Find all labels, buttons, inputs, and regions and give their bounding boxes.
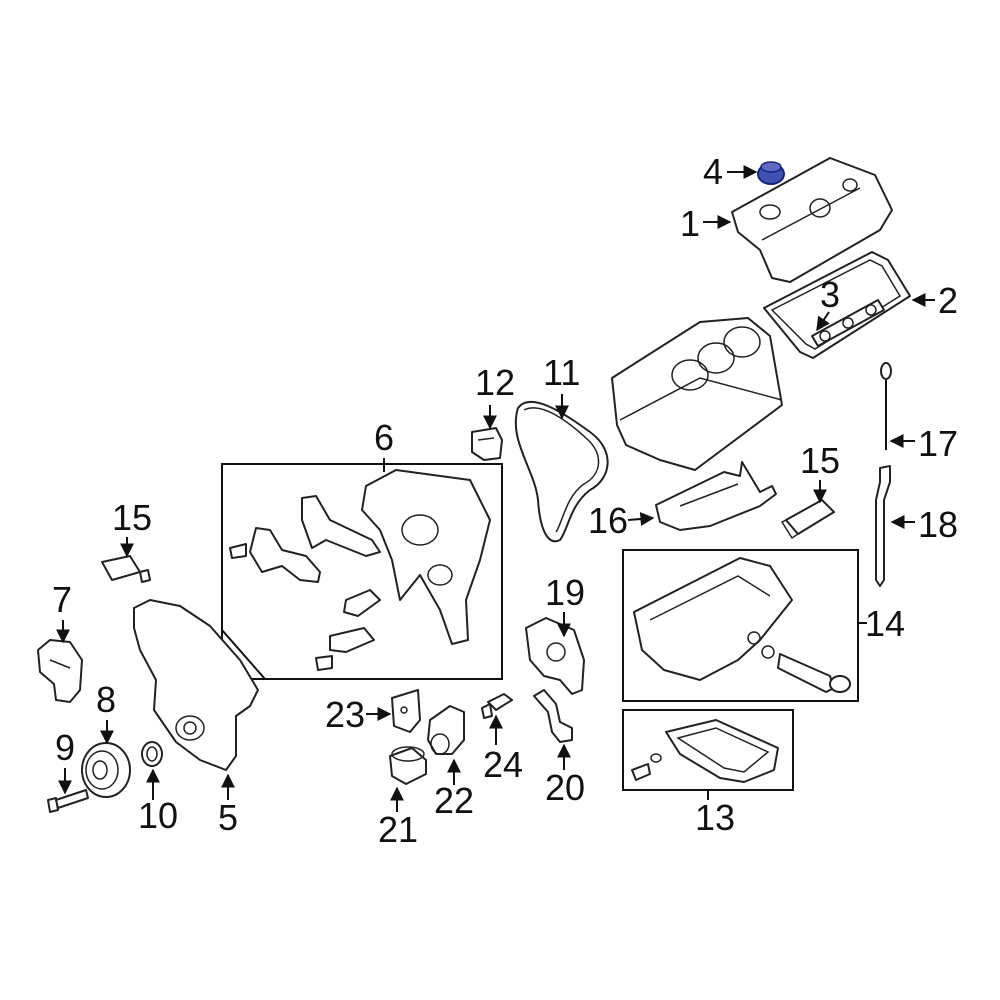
- callout-7[interactable]: 7: [52, 579, 72, 644]
- callout-11-label: 11: [543, 352, 580, 393]
- callout-8[interactable]: 8: [96, 679, 116, 745]
- part-16-baffle[interactable]: [655, 461, 777, 531]
- part-24-pressure-sensor[interactable]: [481, 693, 513, 719]
- part-22-filter-adapter[interactable]: [427, 705, 465, 755]
- callout-13[interactable]: 13: [695, 790, 735, 838]
- part-14-upper-oil-pan[interactable]: [633, 557, 851, 693]
- callout-8-label: 8: [96, 679, 116, 720]
- part-13-lower-oil-pan[interactable]: [631, 719, 779, 783]
- callout-10-label: 10: [138, 795, 178, 836]
- callout-15b-label: 15: [800, 440, 840, 481]
- part-15-sealant-tube-right[interactable]: [780, 499, 835, 540]
- part-6-timing-cover-set[interactable]: [229, 469, 491, 671]
- callout-11[interactable]: 11: [543, 352, 580, 420]
- callout-23-label: 23: [325, 694, 365, 735]
- part-2-valve-cover-gasket[interactable]: [763, 251, 911, 359]
- part-8-crank-pulley[interactable]: [81, 742, 131, 798]
- part-11-timing-chain[interactable]: [514, 400, 609, 543]
- callout-21[interactable]: 21: [378, 786, 418, 850]
- part-5-front-cover[interactable]: [133, 599, 259, 771]
- part-3-tube-seals[interactable]: [811, 299, 885, 347]
- callout-16-label: 16: [588, 500, 628, 541]
- part-23-plate[interactable]: [391, 689, 421, 733]
- callout-14-label: 14: [865, 603, 905, 644]
- callout-1[interactable]: 1: [680, 203, 732, 244]
- callout-24[interactable]: 24: [483, 714, 523, 785]
- part-17-dipstick[interactable]: [880, 362, 892, 450]
- callout-12-label: 12: [475, 362, 515, 403]
- part-14-group-box: [622, 549, 859, 702]
- callout-1-label: 1: [680, 203, 700, 244]
- part-1-valve-cover[interactable]: [731, 157, 893, 283]
- part-21-oil-filter[interactable]: [389, 746, 427, 785]
- part-6-group-box: [221, 463, 503, 680]
- callout-18[interactable]: 18: [890, 504, 958, 545]
- part-4-oil-filler-cap[interactable]: [757, 161, 785, 185]
- callout-2[interactable]: 2: [911, 280, 958, 321]
- callout-22-label: 22: [434, 780, 474, 821]
- engine-block: [611, 317, 783, 471]
- callout-23[interactable]: 23: [325, 694, 392, 735]
- callout-16[interactable]: 16: [588, 500, 655, 541]
- callout-14[interactable]: 14: [858, 603, 905, 644]
- callout-4-label: 4: [703, 151, 723, 192]
- part-12-chain-tensioner[interactable]: [471, 427, 503, 461]
- callout-6-label: 6: [374, 417, 394, 458]
- callout-19-label: 19: [545, 572, 585, 613]
- oil-cap-top: [760, 161, 782, 173]
- part-7-bracket[interactable]: [37, 639, 83, 703]
- callout-2-label: 2: [938, 280, 958, 321]
- callout-7-label: 7: [52, 579, 72, 620]
- callout-15b[interactable]: 15: [800, 440, 840, 504]
- part-15-sealant-tube-left[interactable]: [101, 555, 151, 583]
- callout-17[interactable]: 17: [889, 423, 958, 464]
- part-18-dipstick-tube[interactable]: [875, 465, 891, 587]
- callout-24-label: 24: [483, 744, 523, 785]
- callout-22[interactable]: 22: [434, 758, 474, 821]
- callout-6[interactable]: 6: [374, 417, 394, 472]
- callout-17-label: 17: [918, 423, 958, 464]
- callout-5-label: 5: [218, 797, 238, 838]
- callout-9-label: 9: [55, 727, 75, 768]
- callout-18-label: 18: [918, 504, 958, 545]
- callout-10[interactable]: 10: [138, 768, 178, 836]
- callout-13-label: 13: [695, 797, 735, 838]
- callout-12[interactable]: 12: [475, 362, 515, 430]
- part-10-front-seal[interactable]: [141, 741, 163, 767]
- callout-5[interactable]: 5: [218, 773, 238, 838]
- callout-15a-label: 15: [112, 497, 152, 538]
- part-9-pulley-bolt[interactable]: [47, 789, 89, 813]
- callout-3-label: 3: [820, 274, 840, 315]
- callout-4[interactable]: 4: [703, 151, 758, 192]
- callout-21-label: 21: [378, 809, 418, 850]
- callout-15a[interactable]: 15: [112, 497, 152, 558]
- callout-9[interactable]: 9: [55, 727, 75, 795]
- box-6-corner: [221, 629, 266, 680]
- part-19-oil-pump[interactable]: [525, 617, 585, 695]
- callout-20[interactable]: 20: [545, 743, 585, 808]
- part-20-oil-strainer[interactable]: [533, 689, 573, 743]
- callout-19[interactable]: 19: [545, 572, 585, 638]
- callout-3[interactable]: 3: [816, 274, 840, 332]
- callout-20-label: 20: [545, 767, 585, 808]
